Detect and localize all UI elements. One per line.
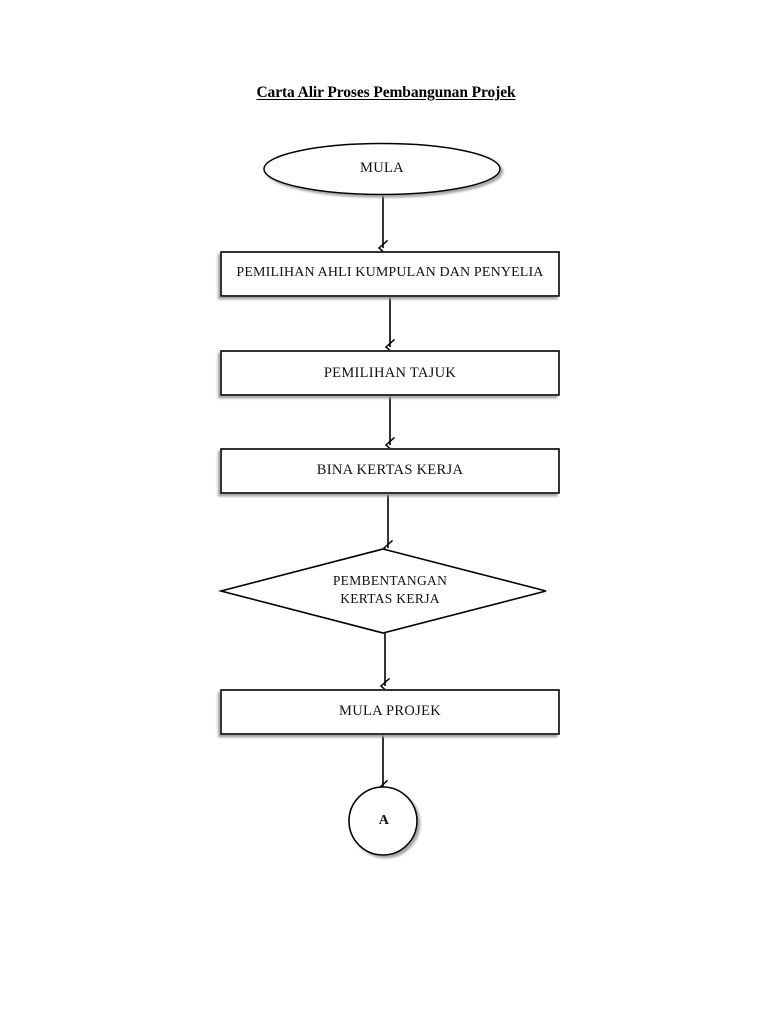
node-connector-a[interactable]: [348, 786, 418, 856]
node-process-1[interactable]: [220, 251, 560, 297]
node-process-3[interactable]: [220, 448, 560, 494]
edge-group: [383, 190, 390, 788]
node-process-2[interactable]: [220, 350, 560, 396]
node-process-4[interactable]: [220, 689, 560, 735]
node-decision-1[interactable]: [217, 548, 547, 634]
node-start-oval[interactable]: [263, 142, 501, 196]
page-title: Carta Alir Proses Pembangunan Projek: [256, 84, 516, 101]
